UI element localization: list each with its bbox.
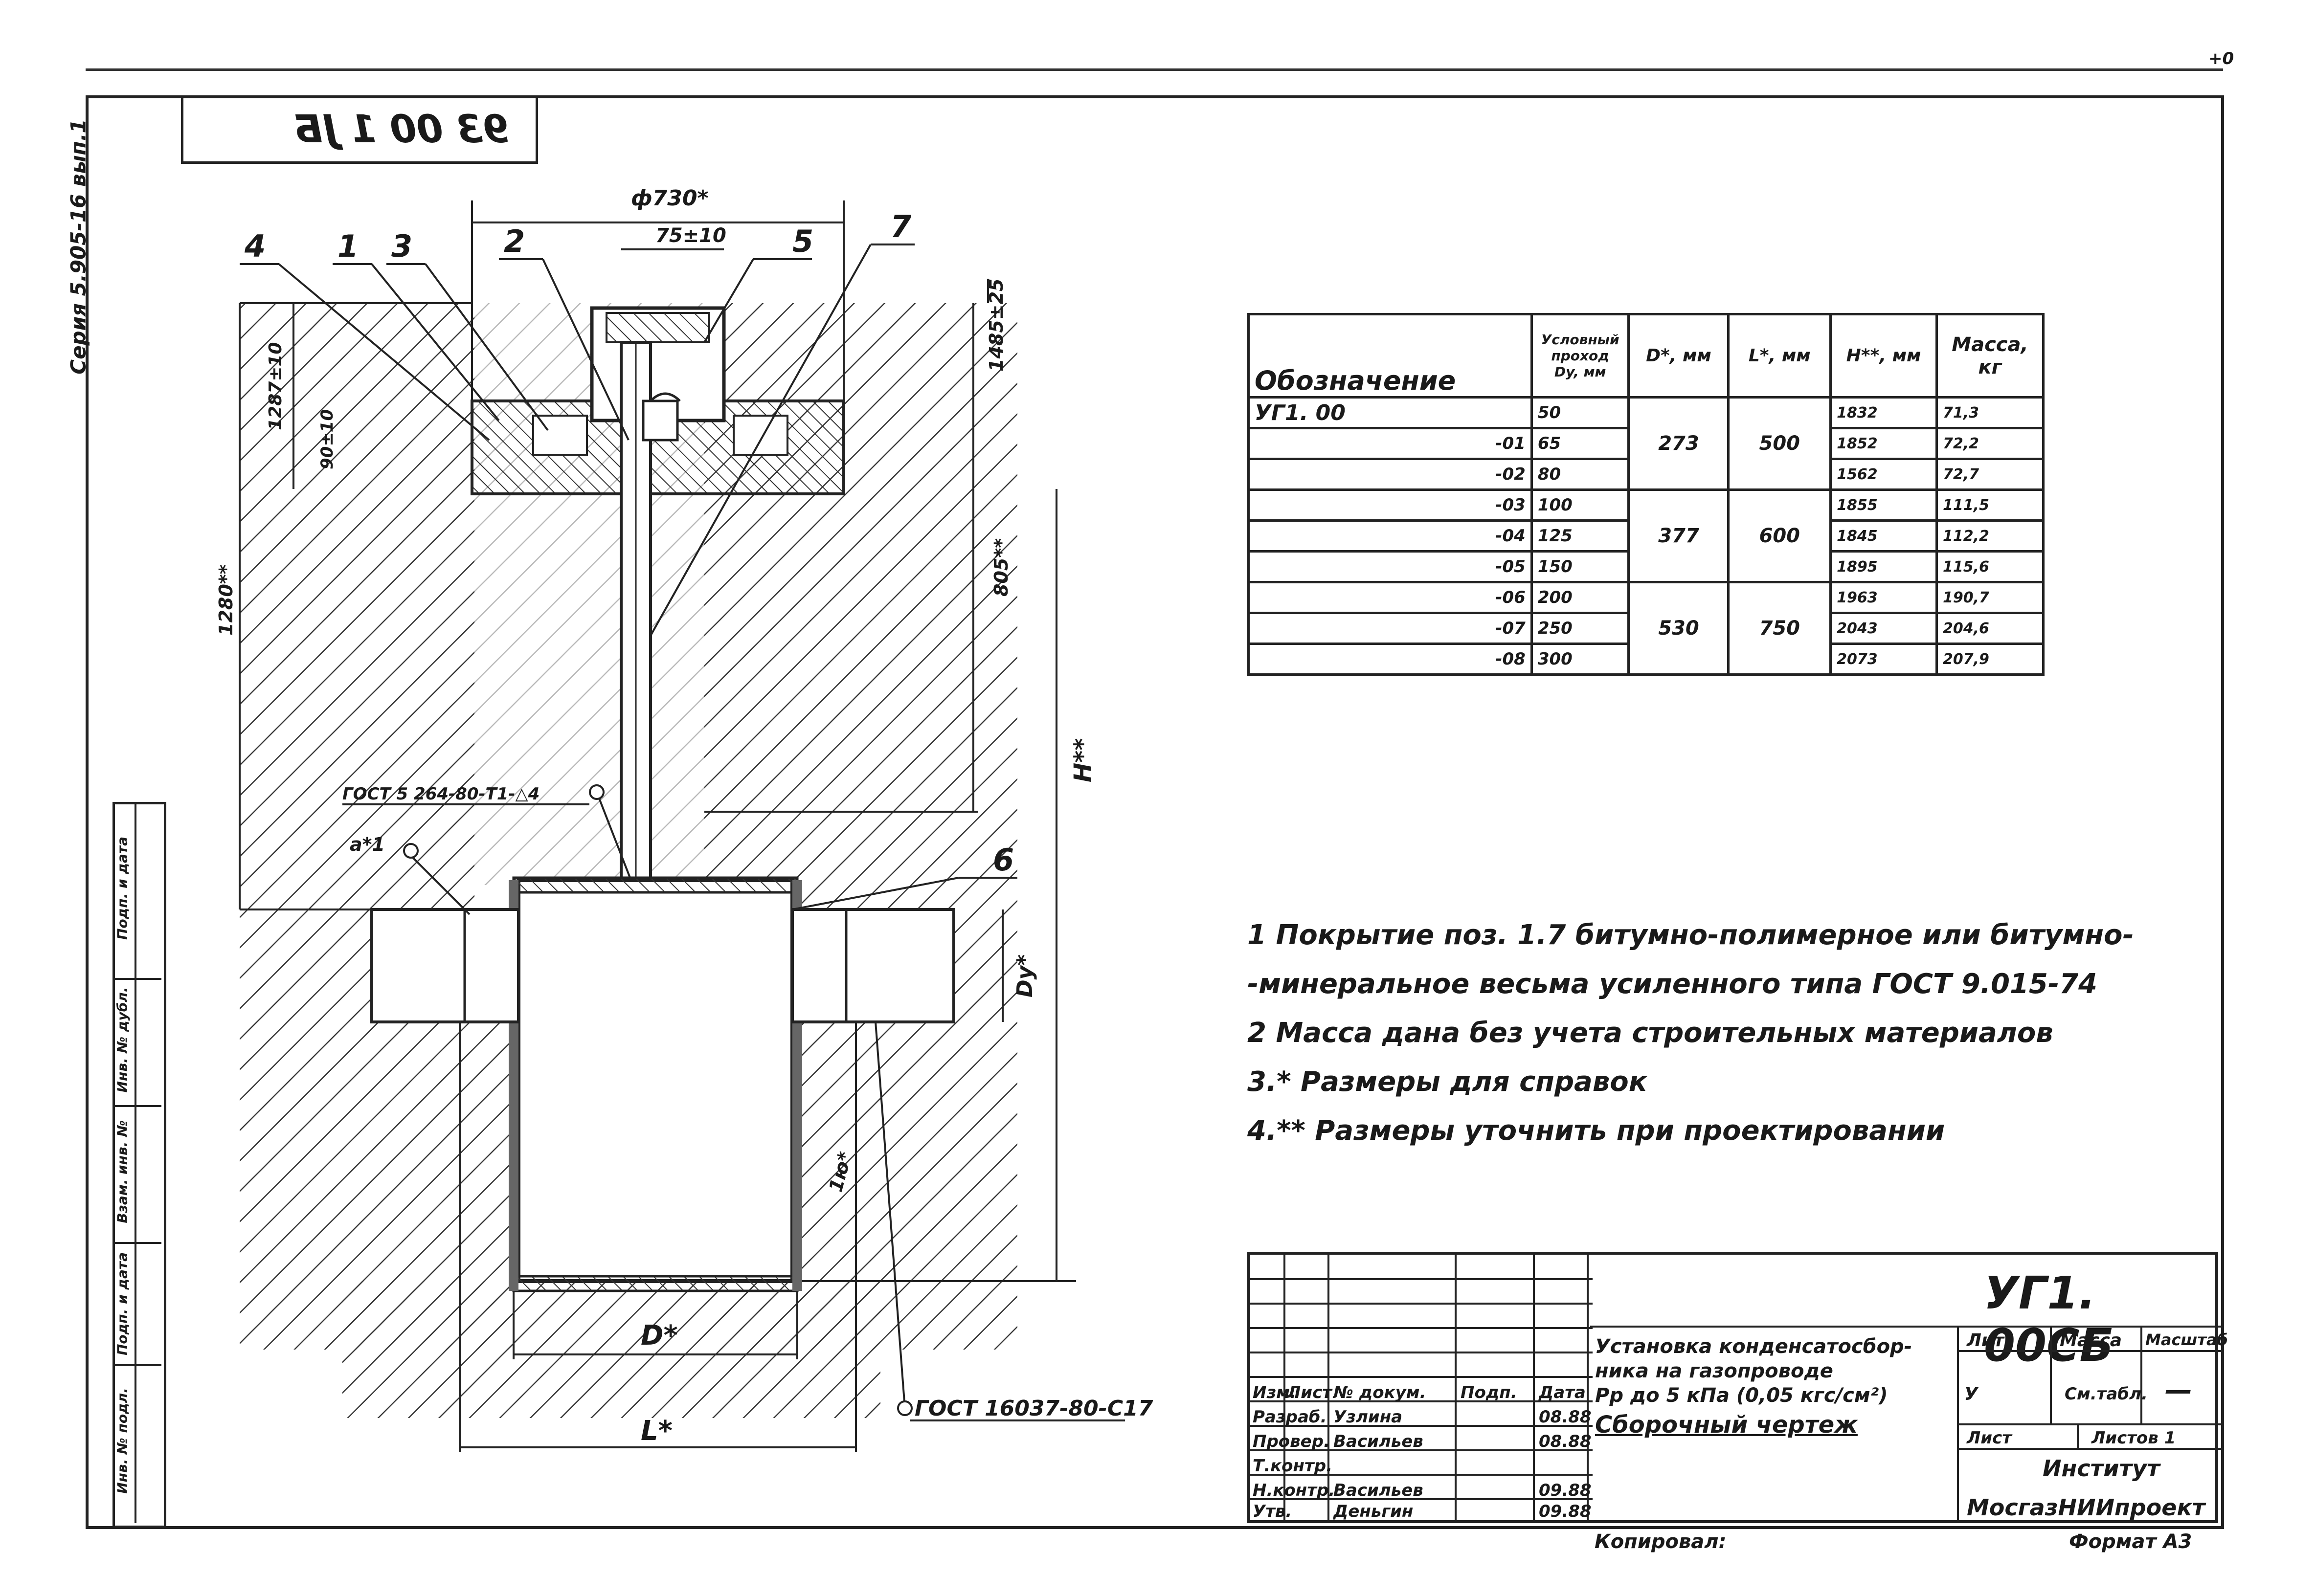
note-3: 3.* Размеры для справок [1247, 1066, 1647, 1098]
tb-name-line3: Pp до 5 кПа (0,05 кгс/см²) [1595, 1384, 1888, 1407]
pos-4: 4 [244, 228, 266, 264]
tb-date-razrab: 08.88 [1539, 1407, 1592, 1427]
tb-massa: Масса [2060, 1330, 2122, 1351]
tb-date-prover: 08.88 [1539, 1432, 1592, 1451]
dim-a1: a*1 [350, 834, 385, 855]
page-mark: +0 [2208, 49, 2234, 68]
dim-hstar: H** [1069, 738, 1097, 782]
table-row: -06 200 530 750 1963 190,7 [1247, 581, 2045, 676]
soil-hatching [240, 303, 1017, 1418]
tb-institute: Институт [2043, 1455, 2160, 1482]
tb-listov: Листов 1 [2091, 1428, 2176, 1448]
weld-ref-circle-3 [897, 1400, 913, 1416]
dim-1287: 1287±10 [266, 342, 286, 430]
tb-hdr-list: Лист [1287, 1383, 1332, 1402]
format-label: Формат A3 [2069, 1530, 2192, 1553]
dim-90: 90±10 [317, 409, 337, 469]
note-1b: -минеральное весьма усиленного типа ГОСТ… [1247, 968, 2098, 1000]
tb-name-prover: Васильев [1333, 1432, 1423, 1451]
table-row: -05 150 1895 115,6 [1247, 550, 2045, 583]
col-d: D*, мм [1627, 313, 1730, 399]
assembly-drawing: 4 1 3 2 5 7 6 ф730* 75±10 1485±25 1287±1… [215, 186, 1153, 1452]
tb-role-prover: Провер. [1253, 1432, 1330, 1451]
note-2: 2 Масса дана без учета строительных мате… [1247, 1017, 2053, 1049]
tb-list: Лист [1967, 1428, 2012, 1448]
weld-ref-circle-2 [403, 843, 419, 859]
binding-strip [112, 802, 166, 1528]
title-block: Изм. Лист № докум. Подп. Дата Разраб. Уз… [1247, 1252, 2228, 1523]
table-row: -04 125 1845 112,2 [1247, 519, 2045, 553]
table-row: -07 250 2043 204,6 [1247, 612, 2045, 645]
tb-name-nkontr: Васильев [1333, 1481, 1423, 1500]
table-row: -03 100 377 600 1855 111,5 [1247, 488, 2045, 583]
tb-name-line1: Установка конденсатосбор- [1595, 1335, 1912, 1358]
gas-pipeline [370, 908, 955, 1023]
tb-hdr-sign: Подп. [1461, 1383, 1517, 1402]
tb-role-utv: Утв. [1253, 1502, 1292, 1521]
weld-ref-gost-16037: ГОСТ 16037-80-С17 [915, 1396, 1153, 1421]
dim-lstar: L* [641, 1415, 673, 1447]
dim-d730: ф730* [631, 186, 709, 211]
dim-t75: 75±10 [655, 224, 726, 247]
tb-hdr-date: Дата [1539, 1383, 1586, 1402]
dim-1485: 1485±25 [986, 279, 1007, 372]
tb-hdr-izm: Изм. [1253, 1383, 1296, 1402]
tb-hdr-doc: № докум. [1333, 1383, 1426, 1402]
tb-u: У [1964, 1384, 1978, 1404]
col-dy: Условный проход Dy, мм [1530, 313, 1630, 399]
doc-code-box [181, 95, 538, 164]
tb-date-utv: 09.88 [1539, 1502, 1592, 1521]
table-row: -08 300 2073 207,9 [1247, 643, 2045, 676]
dim-805: 805** [990, 538, 1012, 597]
tb-dash: — [2165, 1374, 2192, 1406]
tb-doc-type: Сборочный чертеж [1595, 1411, 1858, 1439]
tb-lit: Лит. [1967, 1330, 2011, 1351]
spec-table: Обозначение Условный проход Dy, мм D*, м… [1247, 313, 2045, 676]
table-row: -02 80 1562 72,7 [1247, 458, 2045, 491]
weld-ref-gost-5264: ГОСТ 5 264-80-Т1-△4 [342, 784, 540, 804]
pos-6: 6 [993, 842, 1014, 878]
tb-name-razrab: Узлина [1333, 1407, 1403, 1427]
dim-dy: Dy* [1012, 954, 1037, 998]
col-h: H**, мм [1829, 313, 1938, 399]
tb-name-utv: Деньгин [1333, 1502, 1414, 1521]
pos-3: 3 [391, 228, 412, 264]
weld-ref-circle-1 [589, 784, 605, 800]
dim-dstar: D* [641, 1320, 678, 1352]
tb-code: УГ1. 00СБ [1984, 1267, 2114, 1372]
note-1a: 1 Покрытие поз. 1.7 битумно-полимерное и… [1247, 919, 2134, 951]
pos-2: 2 [504, 223, 525, 259]
dim-1280: 1280** [215, 564, 237, 636]
binding-labels: Подп. и дата Инв. № дубл. Взам. инв. № П… [112, 802, 161, 1523]
tb-mashtab: Масштаб [2145, 1330, 2228, 1349]
pos-5: 5 [792, 223, 813, 259]
table-row: -01 65 1852 72,2 [1247, 427, 2045, 460]
tb-date-nkontr: 09.88 [1539, 1481, 1592, 1500]
tb-role-razrab: Разраб. [1253, 1407, 1327, 1427]
tb-org: МосгазНИИпроект [1967, 1494, 2205, 1521]
spec-rows: УГ1. 00 50 273 500 1832 71,3 -01 65 1852… [1247, 396, 2045, 676]
pos-7: 7 [890, 209, 912, 244]
leader-lines [240, 244, 1017, 1409]
pos-1: 1 [337, 228, 359, 264]
copied-by: Копировал: [1595, 1530, 1727, 1553]
tb-name-line2: ника на газопроводе [1595, 1360, 1833, 1382]
tb-role-tkontr: Т.контр. [1253, 1456, 1332, 1476]
tb-sm-tabl: См.табл. [2065, 1384, 2148, 1404]
top-rule [86, 68, 2223, 71]
tb-role-nkontr: Н.контр. [1253, 1481, 1335, 1500]
col-l: L*, мм [1727, 313, 1832, 399]
col-mass: Масса, кг [1935, 313, 2045, 399]
dimension-lines [239, 200, 1076, 1452]
sheet-frame [86, 95, 2224, 1529]
note-4: 4.** Размеры уточнить при проектировании [1247, 1115, 1945, 1147]
table-row: УГ1. 00 50 273 500 1832 71,3 [1247, 396, 2045, 491]
col-designation: Обозначение [1247, 313, 1533, 399]
collector-body [509, 876, 802, 1292]
